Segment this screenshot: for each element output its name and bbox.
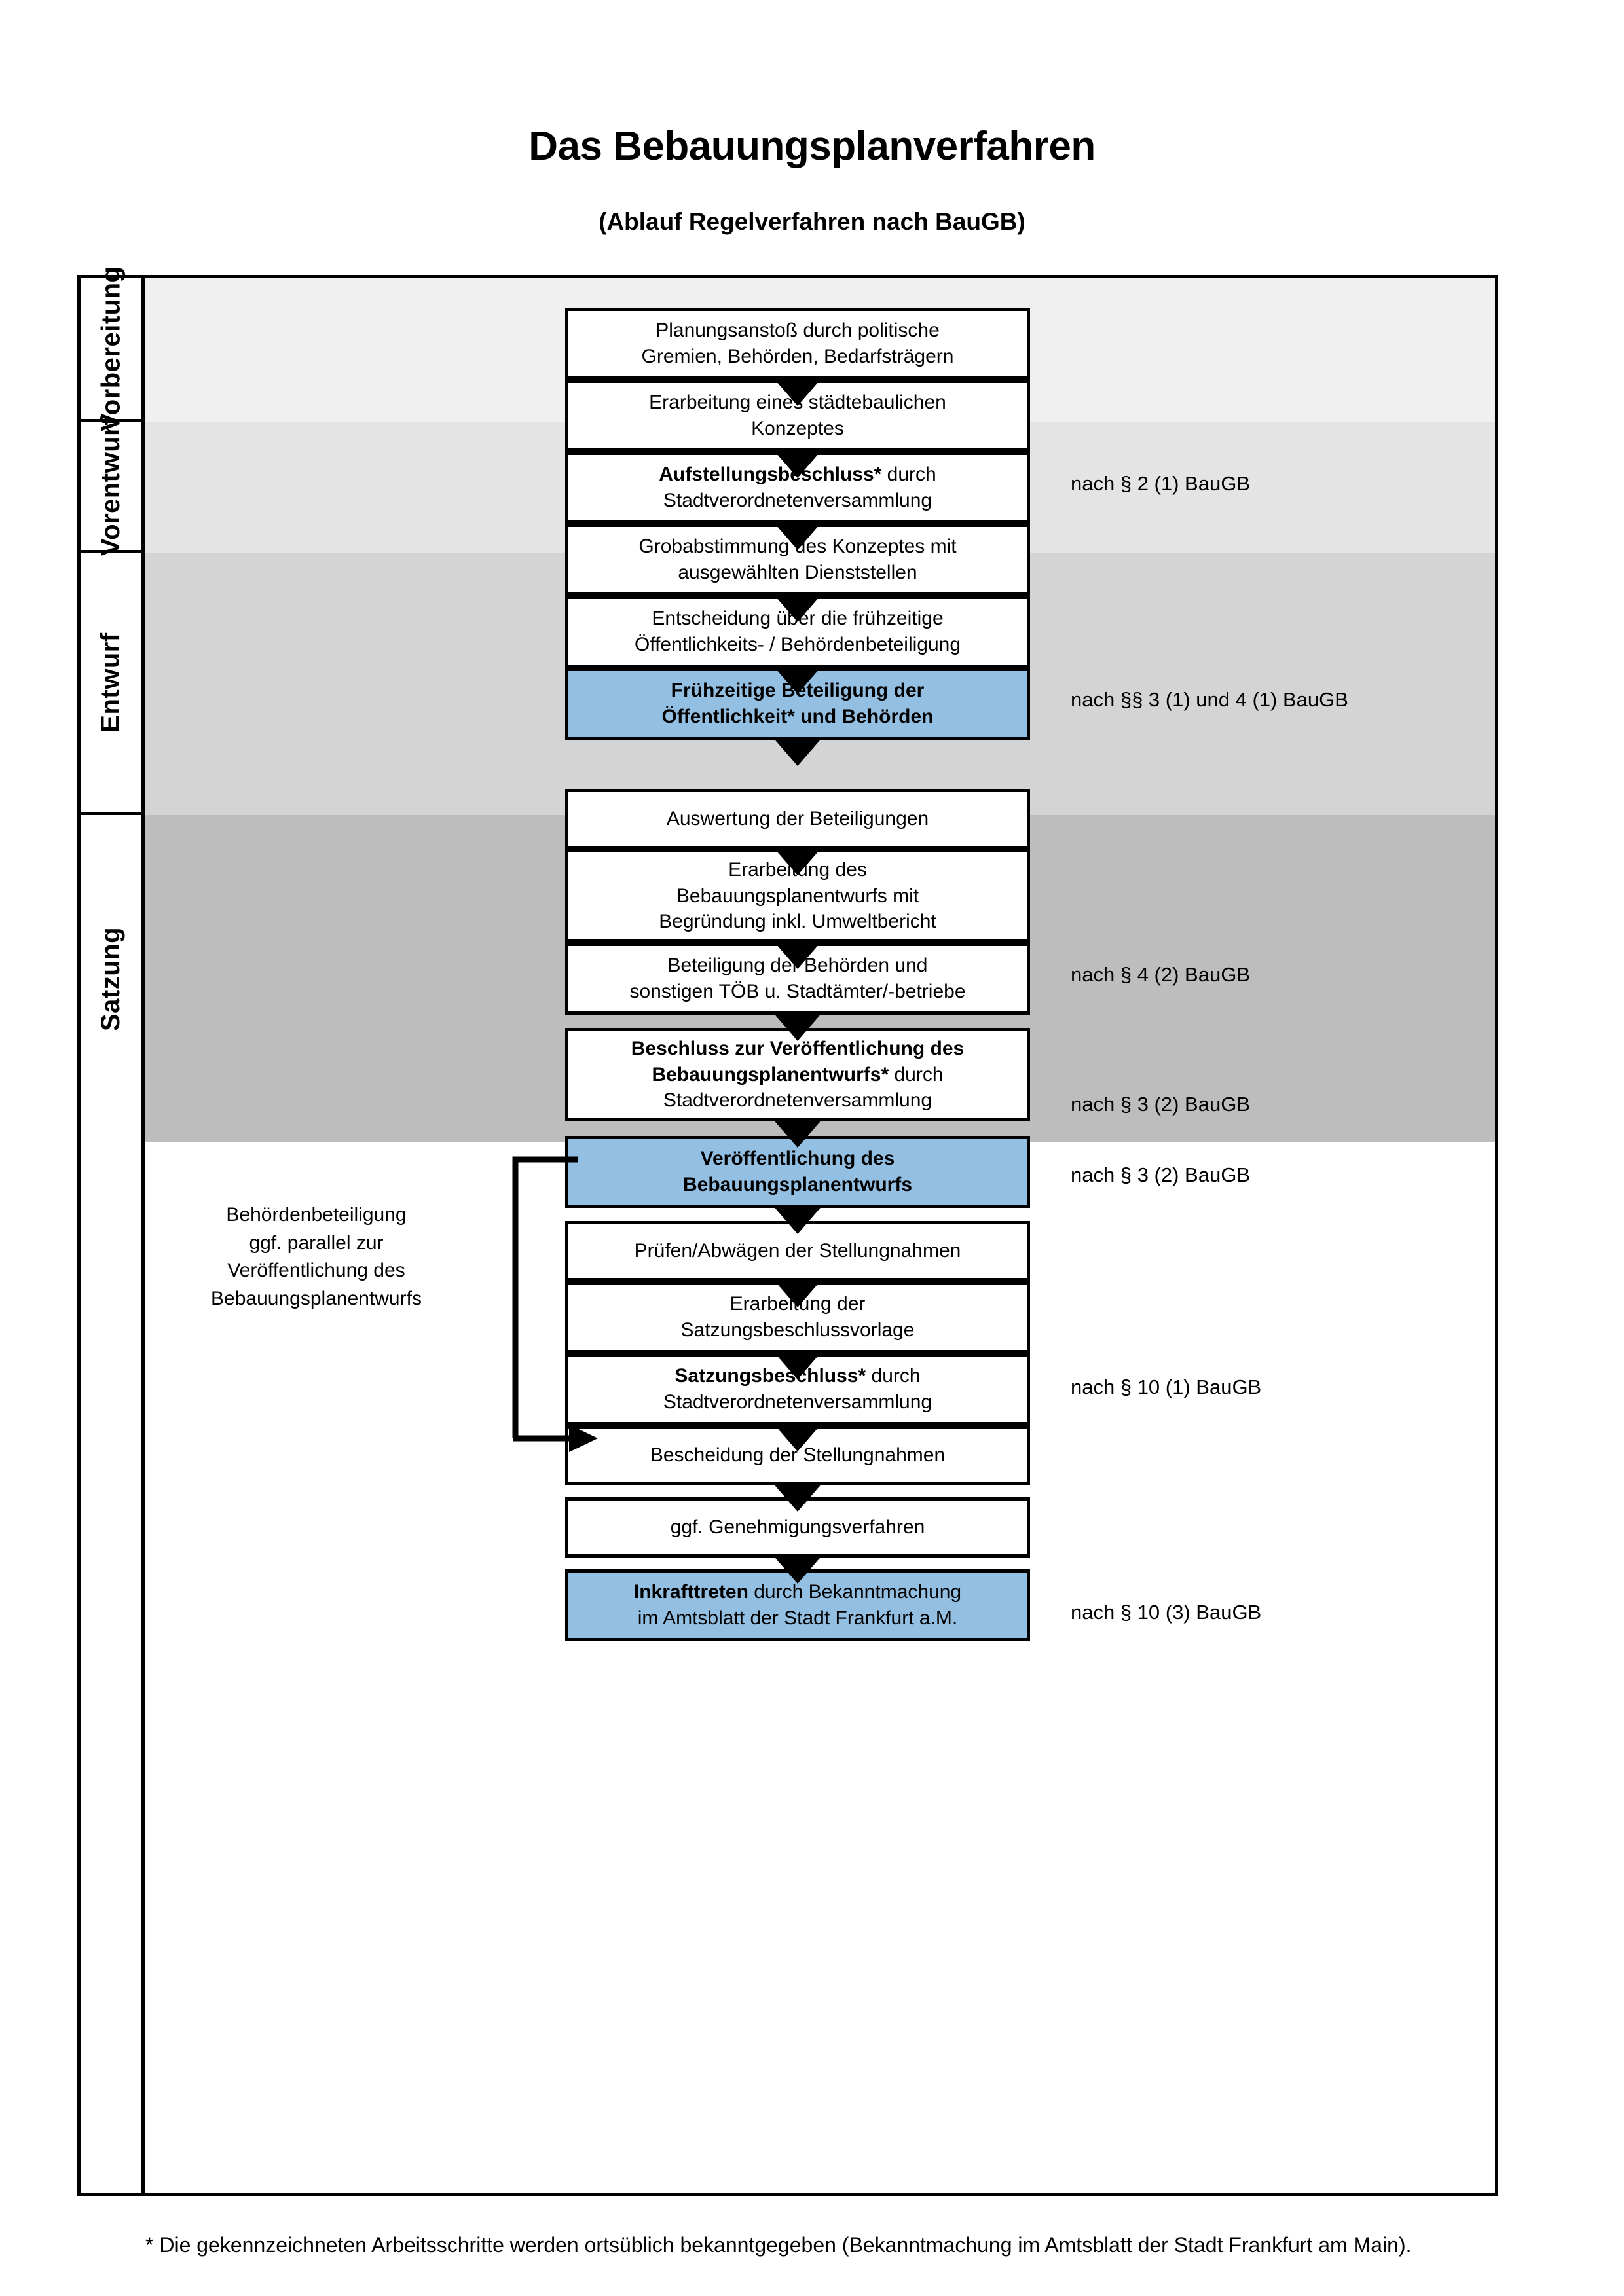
legal-ref-par10-1: nach § 10 (1) BauGB	[1071, 1376, 1262, 1398]
flow-box-line: ggf. Genehmigungsverfahren	[670, 1516, 925, 1539]
flow-arrow-down	[772, 846, 823, 875]
flow-arrow-down	[772, 939, 823, 969]
flow-box-rest: durch	[866, 1365, 921, 1387]
flow-arrow-down	[772, 592, 823, 622]
flowchart-frame: Vorbereitung Vorentwurf Entwurf Satzung …	[77, 266, 1498, 2196]
phase-label-column: Vorbereitung Vorentwurf Entwurf Satzung	[81, 266, 145, 2193]
flow-box-line: Begründung inkl. Umweltbericht	[659, 911, 936, 933]
legal-ref-par4-2: nach § 4 (2) BauGB	[1071, 963, 1250, 986]
flow-box-bold: Satzungsbeschluss*	[674, 1365, 866, 1387]
legal-ref-par3-2-b: nach § 3 (2) BauGB	[1071, 1163, 1250, 1186]
flow-arrow-down	[772, 1118, 823, 1148]
flow-box-bescheidung-stellungnahmen[interactable]: Bescheidung der Stellungnahmen	[565, 1425, 1030, 1485]
phase-label-satzung: Satzung	[81, 815, 141, 1142]
flow-box-line: Stadtverordnetenversammlung	[663, 1391, 932, 1413]
flow-box-line: Bebauungsplanentwurfs mit	[676, 884, 919, 907]
flow-box-rest: durch Bekanntmachung	[748, 1581, 962, 1603]
legal-ref-par2-1: nach § 2 (1) BauGB	[1071, 472, 1250, 495]
side-note-behoerdenbeteiligung: Behördenbeteiligung ggf. parallel zur Ve…	[179, 1201, 454, 1313]
flow-arrow-down	[772, 1278, 823, 1307]
side-note-line: Behördenbeteiligung	[226, 1204, 407, 1226]
flow-box-line: sonstigen TÖB u. Stadtämter/-betriebe	[629, 981, 966, 1002]
flow-arrow-down	[772, 1554, 823, 1584]
flow-box-line: Stadtverordnetenversammlung	[663, 1089, 932, 1112]
flow-box-line: Veröffentlichung des	[700, 1148, 895, 1170]
flow-arrow-down	[772, 1482, 823, 1512]
flow-box-staedtebauliches-konzept[interactable]: Erarbeitung eines städtebaulichen Konzep…	[565, 380, 1030, 452]
flow-box-line: Auswertung der Beteiligungen	[666, 808, 929, 830]
flow-box-line: Prüfen/Abwägen der Stellungnahmen	[634, 1240, 961, 1262]
phase-label-vorentwurf: Vorentwurf	[81, 416, 141, 556]
flow-box-line: Satzungsbeschluss* durch	[663, 1363, 932, 1389]
flow-box-line: Satzungsbeschlussvorlage	[680, 1319, 915, 1341]
flow-box-line: Beschluss zur Veröffentlichung des	[631, 1036, 964, 1062]
page-subtitle: (Ablauf Regelverfahren nach BauGB)	[599, 208, 1025, 235]
flow-box-line: Inkrafttreten durch Bekanntmachung	[634, 1579, 961, 1605]
phase-label-text: Vorbereitung	[96, 266, 125, 431]
flow-box-line: Konzeptes	[751, 418, 844, 439]
flow-box-line: Gremien, Behörden, Bedarfsträgern	[641, 346, 954, 367]
legal-ref-par3-1-4-1: nach §§ 3 (1) und 4 (1) BauGB	[1071, 688, 1348, 711]
flow-arrow-down	[772, 1350, 823, 1379]
flow-box-line: Bebauungsplanentwurfs* durch	[631, 1062, 964, 1088]
legal-ref-par10-3: nach § 10 (3) BauGB	[1071, 1601, 1262, 1624]
page-title: Das Bebauungsplanverfahren	[528, 124, 1096, 169]
phase-label-text: Satzung	[96, 926, 126, 1031]
flow-arrow-down	[772, 737, 823, 766]
bracket-connector-arrow	[512, 1156, 598, 1452]
legal-ref-par3-2-a: nach § 3 (2) BauGB	[1071, 1093, 1250, 1116]
flow-box-line: Aufstellungsbeschluss* durch	[659, 462, 936, 488]
flow-box-line: Öffentlichkeit* und Behörden	[661, 706, 934, 727]
flow-box-auswertung-beteiligungen[interactable]: Auswertung der Beteiligungen	[565, 789, 1030, 849]
footnote: * Die gekennzeichneten Arbeitsschritte w…	[145, 2233, 1412, 2257]
flow-arrow-down	[772, 376, 823, 406]
flow-arrow-down	[772, 520, 823, 550]
flow-box-beschluss-veroeffentlichung[interactable]: Beschluss zur Veröffentlichung des Bebau…	[565, 1028, 1030, 1121]
phase-label-text: Vorentwurf	[96, 416, 125, 556]
phase-label-entwurf: Entwurf	[81, 553, 141, 815]
side-note-line: Veröffentlichung des	[227, 1260, 405, 1282]
flow-box-line: Öffentlichkeits- / Behördenbeteiligung	[634, 634, 961, 655]
phase-label-vorbereitung: Vorbereitung	[81, 266, 141, 431]
flow-box-rest: durch	[889, 1063, 944, 1085]
flow-box-line: Stadtverordnetenversammlung	[663, 490, 932, 511]
flow-arrow-down	[772, 448, 823, 478]
flow-box-line: ausgewählten Dienststellen	[678, 562, 917, 583]
flow-arrow-down	[772, 1205, 823, 1234]
flow-box-line: Bebauungsplanentwurfs	[682, 1174, 913, 1195]
flow-box-rest: durch	[881, 464, 936, 486]
flow-arrow-down	[772, 665, 823, 694]
flow-box-bold: Aufstellungsbeschluss*	[659, 464, 882, 486]
flow-box-bold: Beschluss zur Veröffentlichung des	[631, 1037, 965, 1059]
side-note-line: ggf. parallel zur	[249, 1231, 384, 1254]
flow-box-planungsanstoss[interactable]: Planungsanstoß durch politische Gremien,…	[565, 308, 1030, 380]
flow-box-bold: Inkrafttreten	[633, 1581, 748, 1603]
flow-box-bold: Bebauungsplanentwurfs*	[652, 1063, 889, 1085]
flow-box-line: Planungsanstoß durch politische	[655, 319, 940, 342]
side-note-line: Bebauungsplanentwurfs	[211, 1287, 422, 1309]
flow-arrow-down	[772, 1422, 823, 1451]
flow-arrow-down	[772, 1011, 823, 1041]
flow-box-line: im Amtsblatt der Stadt Frankfurt a.M.	[637, 1607, 958, 1629]
phase-label-text: Entwurf	[96, 632, 125, 733]
